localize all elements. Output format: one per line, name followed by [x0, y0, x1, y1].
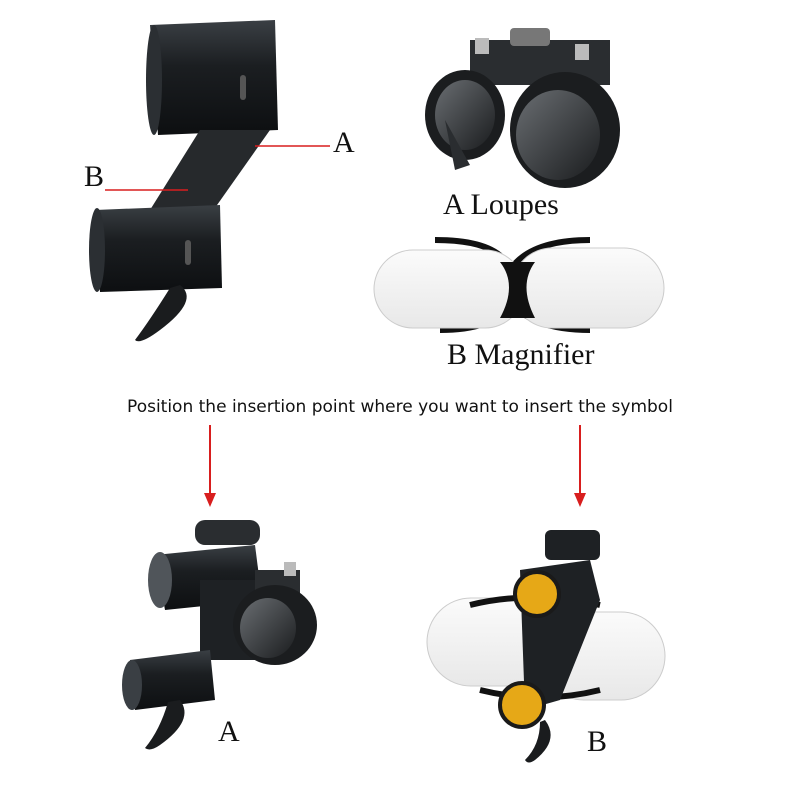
assembled-b-label: B: [587, 725, 608, 758]
magnifier-caption: B Magnifier: [447, 338, 595, 371]
arrow-left: [204, 425, 216, 507]
magnifier-image: [373, 237, 665, 333]
loupes-image: [425, 28, 620, 188]
assembled-a-label: A: [218, 715, 240, 748]
assembled-magnifier-image: [426, 530, 666, 763]
label-a-pointer: A: [333, 126, 355, 159]
assembled-loupes-image: [122, 520, 317, 750]
label-b-pointer: B: [84, 160, 105, 193]
loupes-caption: A Loupes: [443, 188, 559, 221]
loupe-mount-device: [89, 20, 278, 342]
instruction-text: Position the insertion point where you w…: [127, 397, 673, 417]
arrow-right: [574, 425, 586, 507]
